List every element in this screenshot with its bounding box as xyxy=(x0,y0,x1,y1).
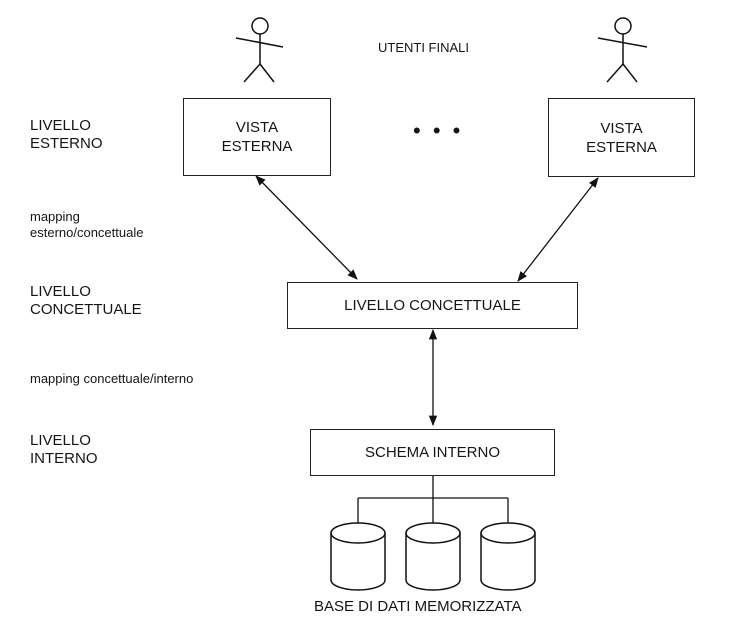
conceptual-level-box: LIVELLO CONCETTUALE xyxy=(287,282,578,329)
database-cylinder-icon xyxy=(405,522,461,591)
label-stored-database: BASE DI DATI MEMORIZZATA xyxy=(314,598,522,615)
storage-connector xyxy=(357,476,509,523)
label-internal-level: LIVELLO INTERNO xyxy=(30,432,98,467)
external-view-left-box: VISTA ESTERNA xyxy=(183,98,331,176)
internal-schema-box: SCHEMA INTERNO xyxy=(310,429,555,476)
label-mapping-conceptual-internal: mapping concettuale/interno xyxy=(30,371,194,386)
database-cylinder-icon xyxy=(330,522,386,591)
external-view-right-box: VISTA ESTERNA xyxy=(548,98,695,177)
user-left-icon xyxy=(235,17,284,83)
label-mapping-external-conceptual: mapping esterno/concettuale xyxy=(30,209,144,240)
label-end-users: UTENTI FINALI xyxy=(378,40,470,55)
arrow-left-view-to-conceptual xyxy=(255,175,358,280)
ellipsis: • • • xyxy=(413,118,464,143)
user-right-icon xyxy=(597,17,648,83)
database-cylinder-icon xyxy=(480,522,536,591)
arrow-right-view-to-conceptual xyxy=(517,177,599,282)
label-conceptual-level: LIVELLO CONCETTUALE xyxy=(30,283,142,318)
label-external-level: LIVELLO ESTERNO xyxy=(30,117,103,152)
